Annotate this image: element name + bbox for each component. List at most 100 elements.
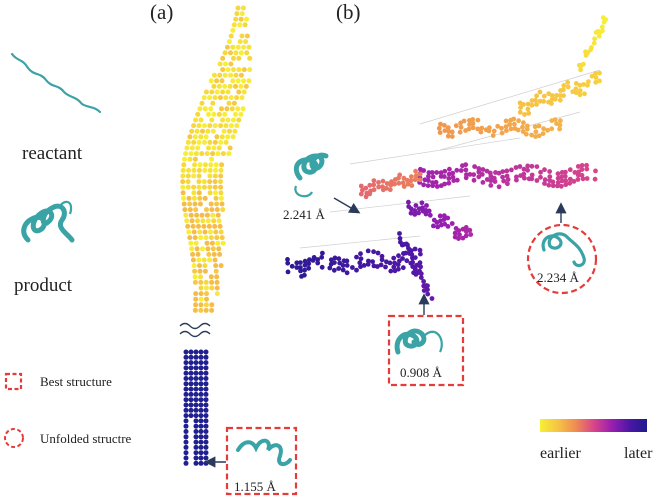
data-dot	[438, 121, 443, 127]
data-dot	[572, 170, 578, 175]
data-dot	[491, 128, 497, 134]
data-dot	[584, 176, 590, 181]
data-dot	[354, 254, 359, 260]
data-dot	[181, 195, 187, 201]
data-dot	[461, 118, 467, 124]
data-dot	[214, 235, 220, 241]
data-dot	[529, 172, 535, 178]
data-dot	[542, 177, 548, 183]
data-dot	[509, 167, 514, 173]
data-dot	[193, 450, 199, 456]
data-dot	[220, 67, 226, 73]
data-dot	[184, 145, 190, 151]
data-dot	[194, 128, 200, 134]
data-dot	[207, 173, 213, 179]
data-dot	[203, 370, 209, 376]
data-dot	[246, 44, 252, 50]
data-dot	[421, 279, 426, 284]
data-dot	[219, 235, 225, 241]
data-dot	[198, 291, 204, 297]
data-dot	[203, 397, 209, 403]
data-dot	[599, 24, 605, 30]
data-dot	[547, 169, 552, 174]
connector-line	[329, 195, 471, 213]
data-dot	[203, 418, 209, 424]
data-dot	[188, 376, 194, 381]
data-dot	[236, 89, 242, 95]
data-dot	[562, 173, 568, 179]
data-dot	[220, 117, 226, 123]
data-dot	[427, 212, 433, 218]
data-dot	[192, 279, 198, 285]
data-dot	[358, 256, 364, 262]
data-dot	[533, 129, 539, 135]
data-dot	[189, 145, 195, 151]
data-dot	[378, 262, 384, 268]
data-dot	[371, 178, 377, 184]
data-dot	[413, 168, 418, 174]
data-dot	[546, 182, 552, 188]
data-dot	[196, 257, 202, 263]
data-dot	[185, 223, 191, 229]
data-dot	[396, 175, 401, 181]
data-dot	[183, 391, 189, 397]
data-dot	[207, 257, 213, 263]
data-dot	[417, 171, 423, 177]
data-dot	[219, 106, 224, 112]
data-dot	[525, 106, 531, 112]
data-dot	[187, 201, 193, 207]
data-dot	[181, 201, 187, 207]
data-dot	[243, 39, 249, 45]
data-dot	[409, 183, 415, 188]
data-dot	[188, 212, 194, 218]
data-dot	[208, 162, 214, 168]
data-dot	[407, 251, 413, 256]
data-dot	[193, 407, 199, 413]
data-dot	[207, 190, 213, 196]
data-dot	[203, 386, 209, 392]
data-dot	[203, 407, 209, 413]
data-dot	[384, 181, 390, 186]
data-dot	[183, 450, 189, 456]
data-dot	[593, 75, 599, 80]
data-dot	[223, 95, 229, 101]
data-dot	[441, 174, 447, 179]
data-dot	[413, 203, 419, 208]
data-dot	[514, 177, 519, 183]
data-dot	[193, 349, 199, 355]
data-dot	[209, 207, 215, 213]
data-dot	[575, 177, 581, 182]
data-dot	[584, 162, 589, 168]
data-dot	[563, 169, 568, 175]
data-dot	[458, 168, 464, 173]
data-dot	[203, 423, 209, 429]
data-dot	[213, 195, 219, 201]
data-dot	[193, 291, 199, 297]
data-dot	[183, 349, 189, 355]
data-dot	[214, 285, 220, 291]
data-dot	[442, 168, 448, 174]
data-dot	[193, 460, 199, 466]
data-dot	[426, 174, 431, 179]
data-dot	[234, 123, 240, 129]
data-dot	[554, 93, 559, 98]
colorbar-earlier-label: earlier	[540, 445, 581, 462]
data-dot	[447, 166, 452, 172]
data-dot	[193, 429, 199, 434]
data-dot	[505, 177, 511, 182]
data-dot	[434, 220, 440, 225]
panel-a-blue-dots	[183, 349, 209, 466]
data-dot	[437, 213, 443, 219]
data-dot	[228, 72, 234, 78]
data-dot	[580, 176, 586, 182]
data-dot	[238, 72, 244, 78]
data-dot	[315, 260, 321, 266]
data-dot	[188, 349, 194, 355]
data-dot	[183, 402, 189, 408]
data-dot	[363, 185, 369, 191]
data-dot	[212, 123, 218, 129]
data-dot	[367, 191, 373, 197]
data-dot	[517, 109, 523, 115]
data-dot	[191, 195, 197, 201]
